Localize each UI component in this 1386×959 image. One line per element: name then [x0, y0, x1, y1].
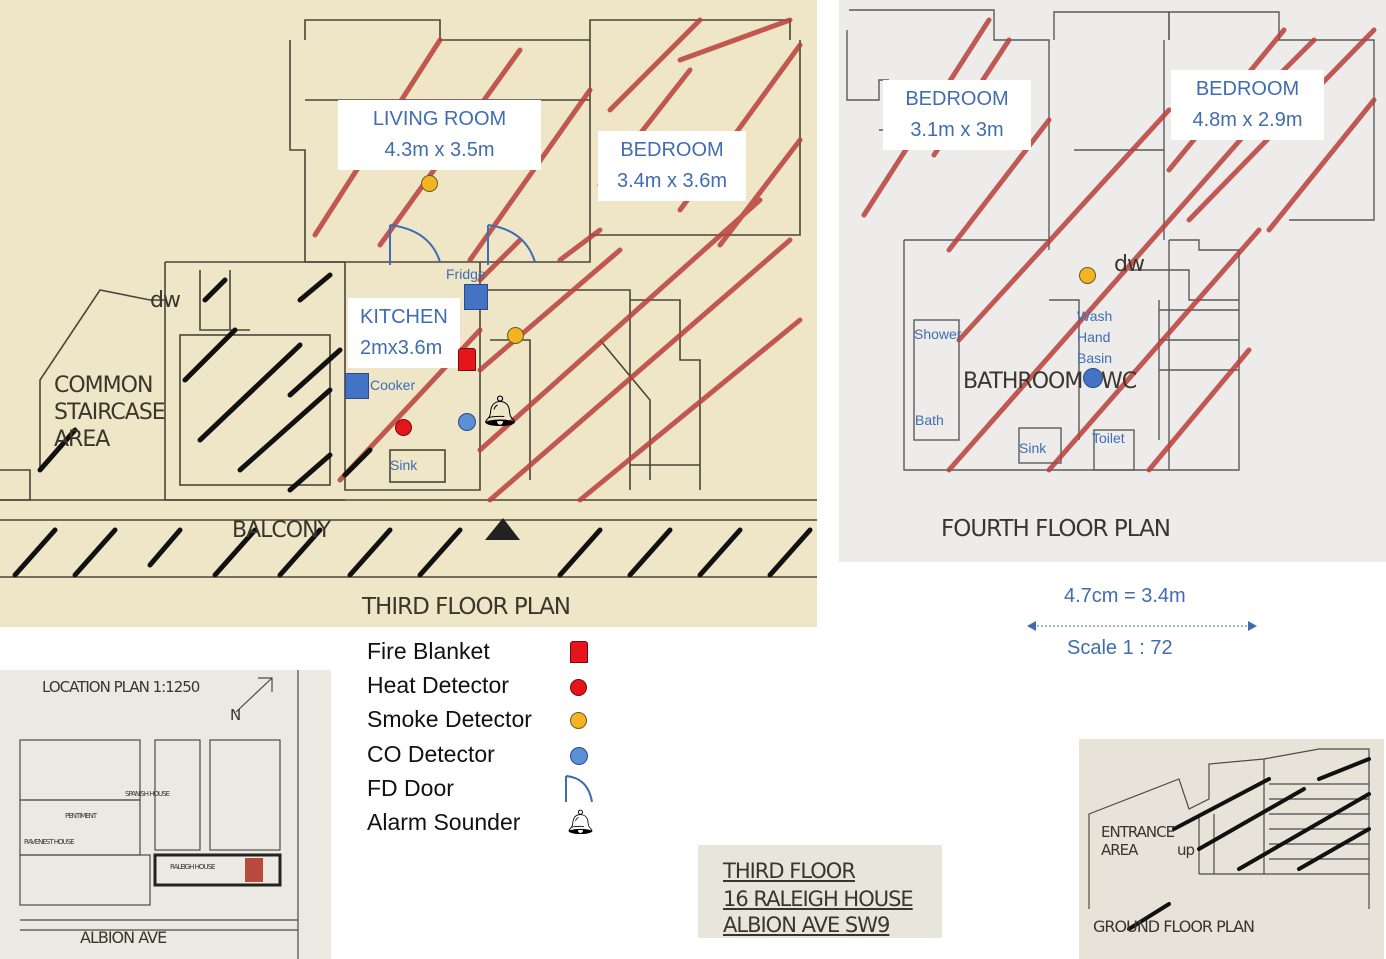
- wc-label: WC: [1101, 369, 1137, 394]
- sink-label: Sink: [390, 457, 418, 473]
- smoke-detector-icon: [421, 175, 438, 192]
- fd-door-icon: [565, 775, 593, 803]
- fire-blanket-icon: [458, 348, 476, 371]
- heat-detector-icon: [395, 419, 412, 436]
- street-label: ALBION AVE: [80, 928, 167, 947]
- bedroom-name: BEDROOM: [620, 139, 724, 161]
- scale-ratio: Scale 1 : 72: [1067, 637, 1173, 659]
- address-line-2: 16 RALEIGH HOUSE: [723, 887, 914, 911]
- toilet-label: Toilet: [1092, 430, 1125, 446]
- ravenest-house-label: RAVENEST HOUSE: [24, 838, 74, 846]
- cooker-marker: [345, 373, 369, 399]
- co-detector-icon: [1083, 368, 1103, 388]
- bedroom-left-name: BEDROOM: [905, 88, 1009, 110]
- fourth-floor-plan: BEDROOM 3.1m x 3m BEDROOM 4.8m x 2.9m Sh…: [839, 0, 1386, 562]
- third-floor-title: THIRD FLOOR PLAN: [362, 594, 571, 620]
- co-detector-icon: [570, 747, 588, 765]
- wash-line: Wash: [1077, 308, 1113, 324]
- common-staircase-label: COMMON STAIRCASE AREA: [54, 372, 166, 453]
- spanish-house-label: SPANISH HOUSE: [125, 790, 170, 798]
- ground-floor-plan: ENTRANCE AREA up GROUND FLOOR PLAN: [1079, 739, 1384, 959]
- fourth-sink-label: Sink: [1019, 440, 1047, 456]
- scale-measure: 4.7cm = 3.4m: [1064, 585, 1186, 607]
- ground-floor-drawing: [1088, 748, 1371, 931]
- bath-label: Bath: [915, 412, 944, 428]
- fd-door-marks: [389, 224, 536, 265]
- address-line-1: THIRD FLOOR: [723, 859, 856, 883]
- legend-fd-door: FD Door: [367, 775, 454, 801]
- area-line: AREA: [1101, 841, 1138, 859]
- area-line: AREA: [54, 427, 110, 452]
- bedroom-size: 3.4m x 3.6m: [616, 170, 728, 192]
- location-plan: LOCATION PLAN 1:1250 N ALBION AVE RALEIG…: [0, 670, 331, 959]
- legend-alarm-sounder: Alarm Sounder: [367, 809, 521, 835]
- third-floor-plan: LIVING ROOM 4.3m x 3.5m BEDROOM 3.4m x 3…: [0, 0, 817, 627]
- bell-icon: 🔔︎: [565, 809, 596, 836]
- common-line: COMMON: [54, 373, 153, 398]
- wash-hand-basin-label: Wash Hand Basin: [1077, 306, 1112, 369]
- bedroom-left-size: 3.1m x 3m: [910, 119, 1004, 141]
- bedroom-left-label: BEDROOM 3.1m x 3m: [883, 80, 1031, 150]
- shower-label: Shower: [914, 326, 962, 342]
- balcony-label: BALCONY: [232, 518, 331, 543]
- living-room-name: LIVING ROOM: [372, 108, 507, 130]
- up-label: up: [1177, 841, 1195, 859]
- kitchen-label: KITCHEN 2mx3.6m: [348, 298, 460, 368]
- raleigh-house-label: RALEIGH HOUSE: [170, 863, 215, 871]
- fourth-floor-title: FOURTH FLOOR PLAN: [941, 516, 1171, 542]
- legend-fire-blanket: Fire Blanket: [367, 638, 490, 664]
- fridge-marker: [464, 284, 488, 310]
- location-plan-title: LOCATION PLAN 1:1250: [42, 678, 200, 696]
- kitchen-size: 2mx3.6m: [360, 337, 443, 359]
- entrance-area-label: ENTRANCE AREA: [1101, 823, 1175, 859]
- heat-detector-icon: [570, 679, 587, 696]
- fridge-label: Fridge: [446, 266, 486, 282]
- basin-line: Basin: [1077, 350, 1113, 366]
- address-card: THIRD FLOOR 16 RALEIGH HOUSE ALBION AVE …: [698, 845, 942, 938]
- pentiment-label: PENTIMENT: [65, 812, 97, 820]
- smoke-detector-icon: [507, 327, 524, 344]
- location-plan-drawing: [19, 670, 299, 959]
- address-line-3: ALBION AVE SW9: [723, 913, 890, 937]
- entrance-line: ENTRANCE: [1101, 823, 1175, 841]
- north-indicator: N: [230, 706, 241, 724]
- legend-smoke-detector: Smoke Detector: [367, 706, 532, 732]
- legend-co-detector: CO Detector: [367, 741, 495, 767]
- kitchen-name: KITCHEN: [360, 306, 448, 328]
- smoke-detector-icon: [570, 712, 587, 729]
- living-room-label: LIVING ROOM 4.3m x 3.5m: [338, 100, 541, 170]
- bedroom-right-name: BEDROOM: [1195, 78, 1300, 100]
- third-floor-drawing: [0, 17, 817, 578]
- fire-blanket-icon: [570, 641, 588, 663]
- hand-line: Hand: [1077, 329, 1111, 345]
- smoke-detector-icon: [1079, 267, 1096, 284]
- fourth-dw-label: dw: [1114, 252, 1145, 277]
- scale-arrow: [1027, 621, 1257, 631]
- dw-label: dw: [150, 288, 181, 313]
- living-room-size: 4.3m x 3.5m: [384, 139, 495, 161]
- cooker-label: Cooker: [370, 377, 416, 393]
- bell-icon: 🔔︎: [481, 395, 520, 428]
- staircase-line: STAIRCASE: [54, 400, 166, 425]
- bedroom-right-size: 4.8m x 2.9m: [1192, 109, 1303, 131]
- ground-floor-title: GROUND FLOOR PLAN: [1093, 917, 1255, 936]
- bathroom-label: BATHROOM: [963, 369, 1083, 394]
- bedroom-right-label: BEDROOM 4.8m x 2.9m: [1171, 70, 1324, 140]
- legend-heat-detector: Heat Detector: [367, 672, 509, 698]
- co-detector-icon: [458, 413, 476, 431]
- bedroom-label: BEDROOM 3.4m x 3.6m: [598, 131, 746, 201]
